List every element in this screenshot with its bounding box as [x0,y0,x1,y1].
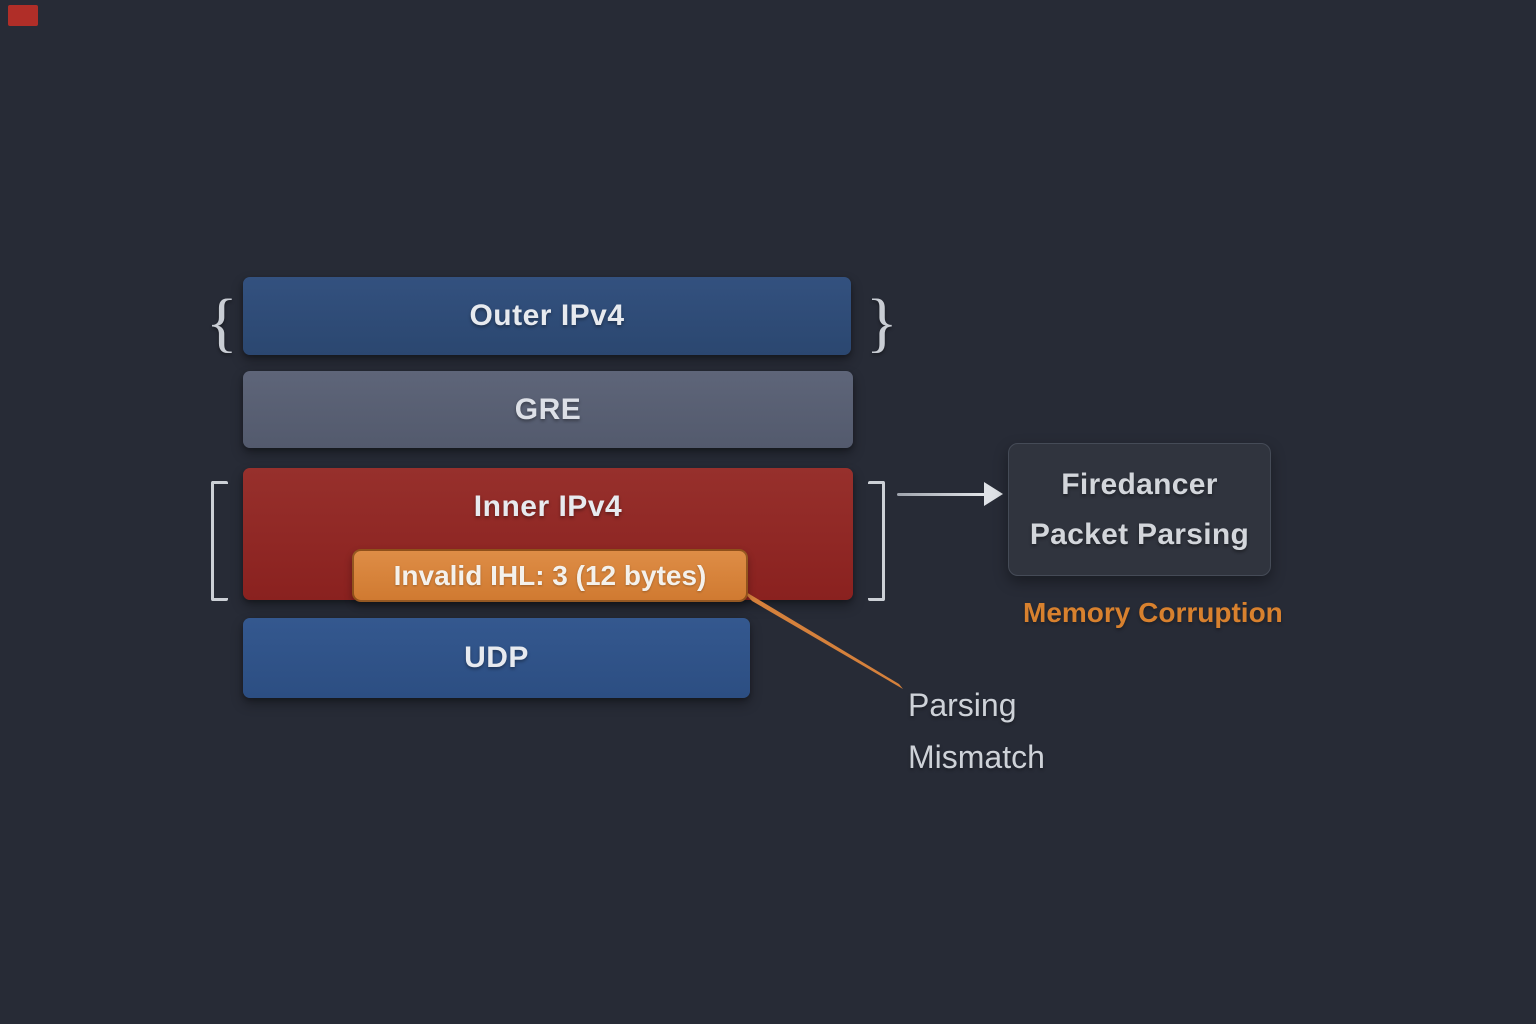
layer-outer-ipv4-label: Outer IPv4 [469,299,625,332]
arrow-line [897,493,987,496]
parsing-mismatch-line2: Mismatch [908,739,1045,775]
parsing-mismatch-line1: Parsing [908,687,1017,723]
left-square-bracket [211,481,228,601]
firedancer-packet-parsing-box: Firedancer Packet Parsing [1008,443,1271,576]
layer-gre-label: GRE [514,392,582,426]
parsing-mismatch-label: Parsing Mismatch [908,679,1045,783]
memory-corruption-label: Memory Corruption [1023,597,1283,628]
right-square-bracket [868,481,885,601]
layer-udp: UDP [243,618,750,698]
layer-outer-ipv4: Outer IPv4 [243,277,851,355]
firedancer-line1: Firedancer [1061,467,1218,501]
red-marker [8,5,38,26]
layer-inner-ipv4-label: Inner IPv4 [473,490,623,523]
layer-udp-label: UDP [464,641,529,674]
arrow-head-icon [984,482,1003,506]
layer-gre: GRE [243,371,853,448]
invalid-ihl-badge: Invalid IHL: 3 (12 bytes) [352,549,748,602]
invalid-ihl-badge-label: Invalid IHL: 3 (12 bytes) [393,559,707,591]
right-curly-brace: } [866,286,898,359]
left-curly-brace: { [206,286,238,359]
firedancer-line2: Packet Parsing [1029,517,1250,551]
